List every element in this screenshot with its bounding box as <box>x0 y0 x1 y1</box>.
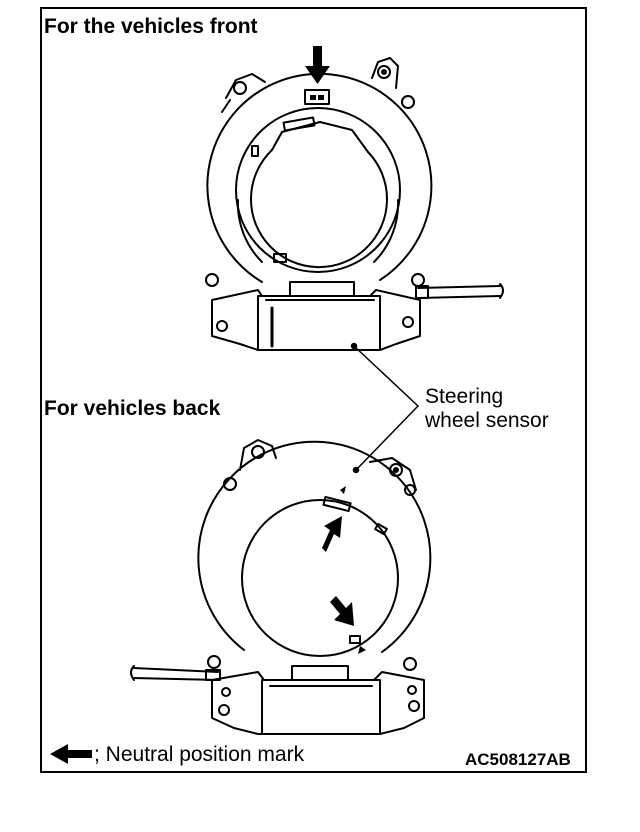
callout-label-line1: Steering <box>425 385 504 408</box>
left-arrow-icon <box>50 744 92 764</box>
legend-text: ; Neutral position mark <box>94 743 305 766</box>
neutral-mark-arrow-back-lower <box>330 596 354 626</box>
figure-frame <box>40 7 587 773</box>
neutral-mark-arrow-front <box>305 46 330 84</box>
front-view-title: For the vehicles front <box>44 15 258 38</box>
figure-code: AC508127AB <box>465 750 571 769</box>
back-view-sensor <box>130 439 432 735</box>
callout-leader <box>350 342 419 474</box>
front-view-sensor <box>205 57 504 351</box>
back-view-title: For vehicles back <box>44 397 221 420</box>
neutral-mark-arrow-back-upper <box>322 516 342 552</box>
callout-label-line2: wheel sensor <box>425 409 549 432</box>
